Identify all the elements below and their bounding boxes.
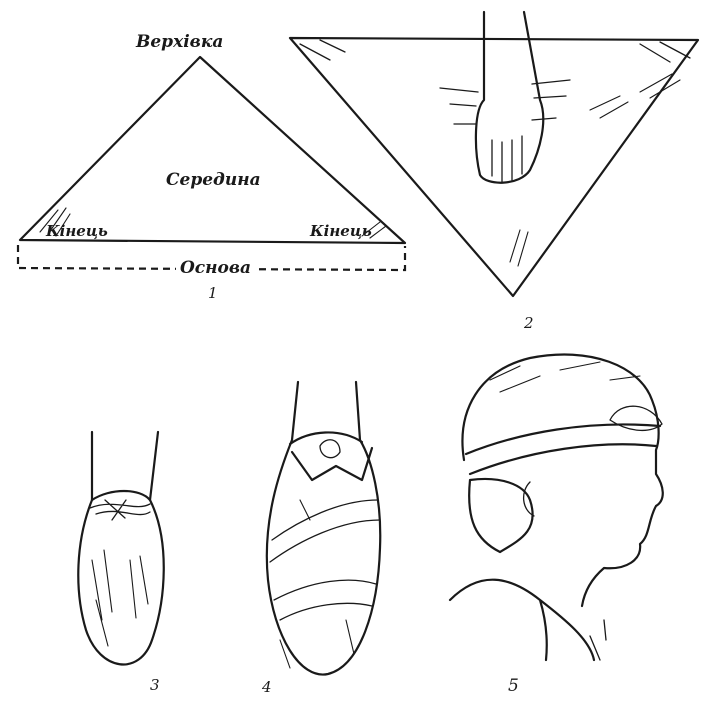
- left-end-label: Кінець: [46, 222, 108, 240]
- figure-1-number: 1: [208, 284, 218, 302]
- apex-label: Верхівка: [136, 32, 223, 52]
- figure-4-wrapped-hand-cross: [267, 382, 380, 675]
- center-label: Середина: [166, 170, 261, 190]
- figure-2-hand-on-bandage: [290, 12, 698, 296]
- figure-5-head-bandage: [450, 354, 663, 660]
- base-label: Основа: [176, 258, 255, 278]
- right-end-label: Кінець: [310, 222, 372, 240]
- figure-5-number: 5: [508, 676, 519, 696]
- figure-3-wrapped-hand: [78, 432, 163, 664]
- figure-4-number: 4: [262, 678, 272, 696]
- figure-2-number: 2: [524, 314, 534, 332]
- figure-3-number: 3: [150, 676, 160, 694]
